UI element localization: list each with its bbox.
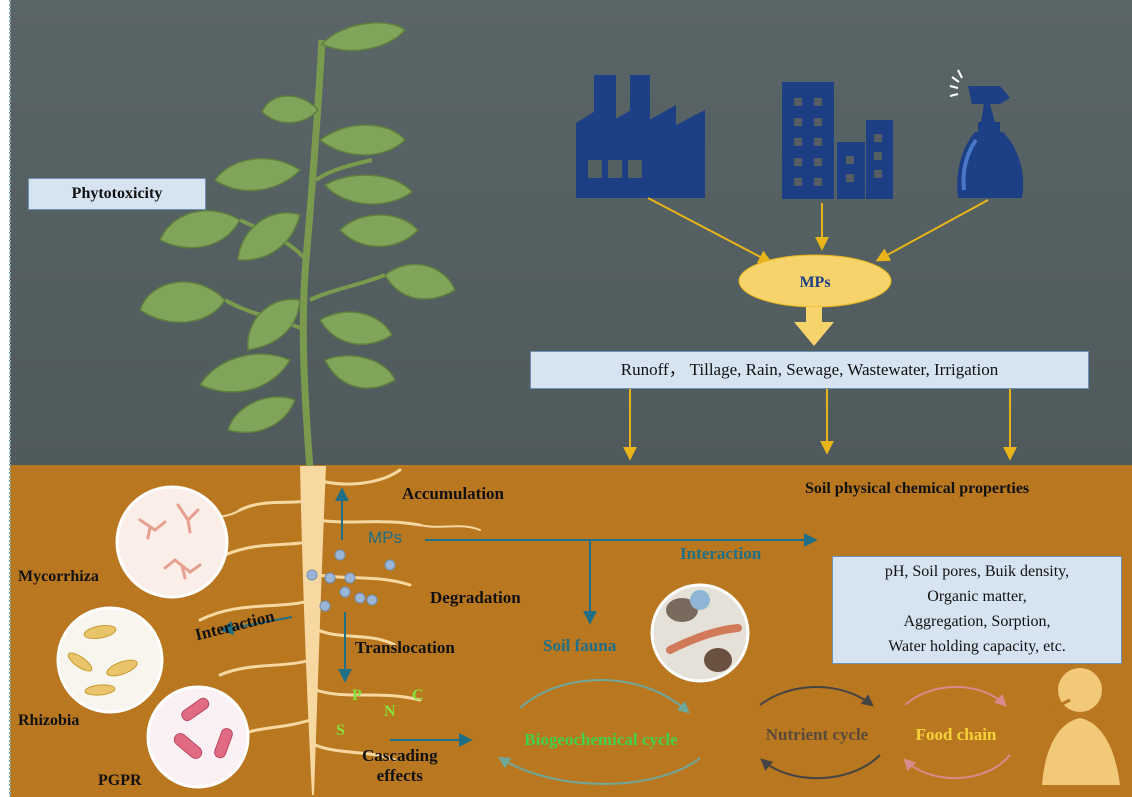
sources-box: Runoff， Tillage, Rain, Sewage, Wastewate… [530, 351, 1089, 389]
food-chain-arrow-top [904, 686, 1007, 707]
properties-line-3: Aggregation, Sorption, [903, 613, 1051, 630]
cascading-line-2: effects [376, 766, 423, 785]
cascading-effects-label: Cascading effects [362, 746, 438, 786]
soil-properties-box: pH, Soil pores, Buik density, Organic ma… [832, 556, 1122, 664]
phytotoxicity-label: Phytotoxicity [71, 185, 163, 202]
sources-label: Runoff， Tillage, Rain, Sewage, Wastewate… [620, 360, 999, 379]
soil-fauna-circle [650, 583, 750, 683]
nutrient-c: C [412, 687, 424, 704]
biogeochemical-cycle-arrow-top [519, 679, 690, 714]
biogeochemical-cycle-arrow-bottom [497, 756, 701, 785]
arrow-interaction-left [219, 616, 293, 635]
food-chain-label: Food chain [916, 725, 997, 744]
nutrient-cycle-label: Nutrient cycle [766, 725, 869, 744]
phytotoxicity-box: Phytotoxicity [28, 178, 206, 210]
pgpr-circle [146, 685, 250, 789]
mps-ellipse-label: MPs [799, 274, 830, 291]
biogeochemical-cycle-label: Biogeochemical cycle [524, 730, 678, 749]
factory-icon [576, 75, 705, 198]
properties-line-2: Organic matter, [927, 588, 1027, 605]
interaction-right-label: Interaction [680, 544, 762, 563]
mps-root-label: MPs [368, 528, 402, 547]
soil-fauna-label: Soil fauna [543, 636, 617, 655]
plant [139, 22, 456, 471]
nutrient-cycle-arrow-bottom [760, 754, 881, 780]
rhizobia-circle [56, 606, 164, 714]
food-chain-arrow-bottom [903, 754, 1011, 780]
spray-bottle-icon [949, 69, 1024, 198]
properties-line-1: pH, Soil pores, Buik density, [884, 563, 1070, 580]
nutrient-cycle-arrow-top [759, 686, 874, 707]
thick-arrow-down [794, 307, 834, 346]
person-eating-icon [1042, 668, 1120, 785]
mycorrhiza-circle [115, 485, 229, 599]
mycorrhiza-label: Mycorrhiza [18, 568, 99, 585]
arrow-factory-to-mps [647, 197, 773, 264]
nutrient-p: P [352, 687, 362, 704]
city-icon [782, 82, 893, 199]
degradation-label: Degradation [430, 588, 521, 607]
translocation-label: Translocation [355, 638, 455, 657]
cascading-line-1: Cascading [362, 746, 438, 765]
nutrient-s: S [336, 722, 345, 739]
microplastic-particles [306, 549, 396, 612]
pgpr-label: PGPR [98, 772, 142, 789]
rhizobia-label: Rhizobia [18, 712, 80, 729]
arrow-spray-to-mps [875, 199, 989, 262]
soil-properties-title: Soil physical chemical properties [805, 480, 1030, 497]
accumulation-label: Accumulation [402, 484, 504, 503]
nutrient-n: N [384, 703, 396, 720]
properties-line-4: Water holding capacity, etc. [888, 638, 1066, 655]
